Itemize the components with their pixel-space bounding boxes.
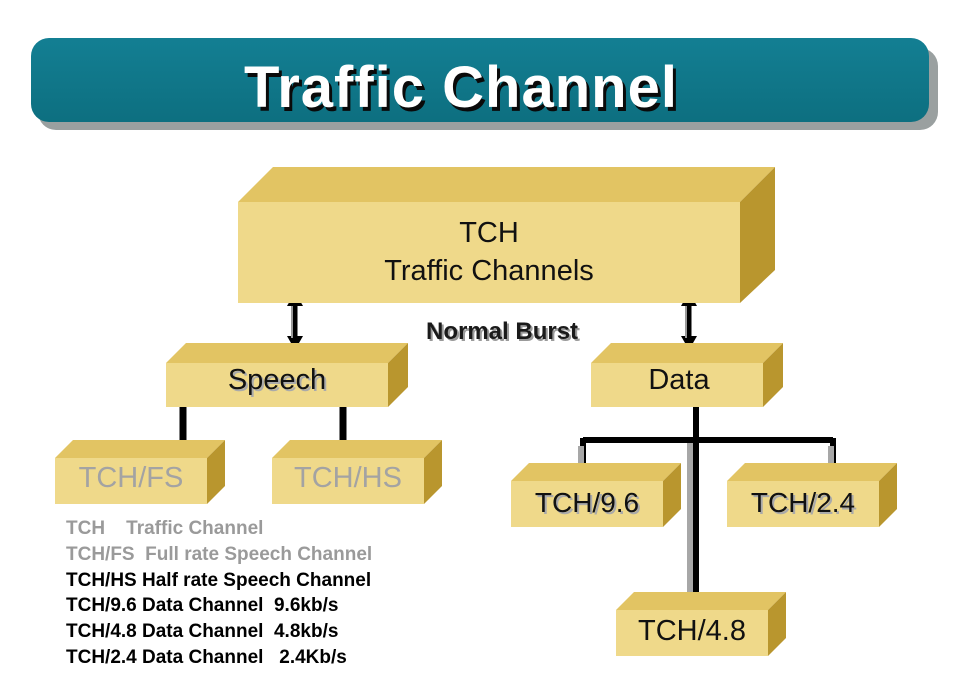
tch-hs-box-shape: [272, 440, 442, 504]
tch-fs-label: TCH/FS: [78, 462, 184, 494]
speech-box-shape: [166, 343, 408, 407]
tch-fs-box-shape: [55, 440, 225, 504]
legend-item: TCH Traffic Channel: [66, 518, 264, 539]
legend-item: TCH/HS Half rate Speech Channel: [66, 570, 372, 591]
tch-96-label: TCH/9.6: [534, 487, 640, 518]
legend-item: TCH/4.8 Data Channel 4.8kb/s: [66, 621, 339, 642]
data-box-shape: [591, 343, 783, 407]
normal-burst-label: Normal Burst: [426, 318, 579, 345]
tch-box-line2: Traffic Channels: [384, 255, 594, 287]
legend-item: TCH/2.4 Data Channel 2.4Kb/s: [66, 647, 347, 668]
tch-box-line1: TCH: [459, 217, 519, 249]
legend-item: TCH/9.6 Data Channel 9.6kb/s: [66, 595, 339, 616]
tch-48-box-shape: [616, 592, 786, 656]
tch-24-label: TCH/2.4: [750, 487, 856, 518]
title-banner: Traffic Channel: [31, 38, 929, 122]
legend-item: TCH/FS Full rate Speech Channel: [66, 544, 373, 565]
data-box-label: Data: [648, 364, 710, 396]
tch-96-box-shape: [511, 463, 681, 527]
tch-48-label: TCH/4.8: [638, 615, 746, 647]
tch-hs-label: TCH/HS: [294, 462, 402, 494]
page-title: Traffic Channel: [244, 55, 678, 120]
speech-box-label: Speech: [227, 364, 327, 396]
tch-box-label: TCH Traffic Channels: [238, 214, 740, 290]
tch-box-shape: [238, 167, 775, 303]
tch-24-box-shape: [727, 463, 897, 527]
